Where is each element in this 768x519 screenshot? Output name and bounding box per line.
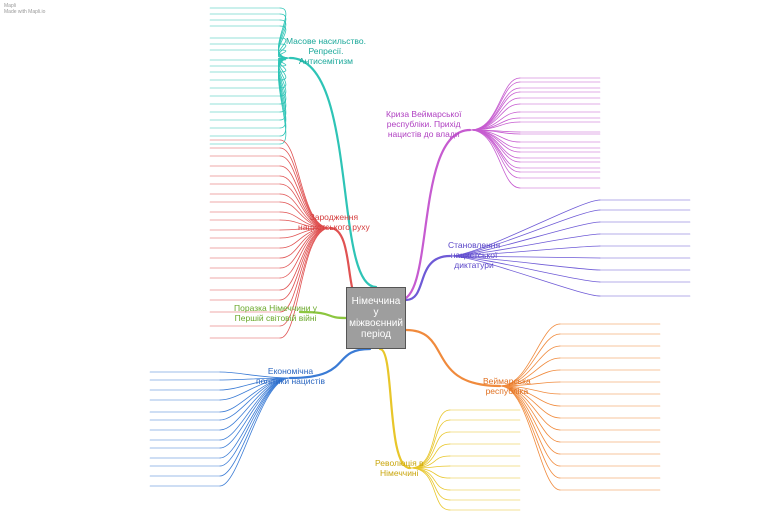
topic-nazi-movement-origin[interactable]: Зародження нацистського руху	[298, 212, 370, 232]
leaf-line	[279, 155, 331, 229]
watermark-title: Mapli	[4, 3, 16, 9]
central-topic[interactable]: Німеччина у міжвоєнний період	[346, 287, 406, 349]
branch-line	[288, 347, 372, 380]
leaf-line	[279, 139, 331, 229]
leaf-line	[469, 129, 521, 189]
topic-weimar-crisis[interactable]: Криза Веймарської республіки. Прихід нац…	[386, 109, 462, 139]
leaf-line	[449, 209, 601, 257]
leaf-line	[409, 467, 451, 511]
leaf-line	[499, 323, 561, 387]
leaf-line	[449, 233, 601, 257]
leaf-line	[499, 333, 561, 387]
leaf-line	[219, 377, 291, 467]
branch-line	[404, 328, 502, 388]
leaf-line	[279, 227, 331, 339]
leaf-line	[469, 129, 521, 179]
leaf-line	[469, 97, 521, 131]
leaf-line	[449, 255, 601, 283]
leaf-line	[449, 199, 601, 257]
leaf-line	[449, 255, 601, 259]
branch-line	[398, 128, 472, 302]
leaf-line	[449, 245, 601, 257]
app-watermark: Mapli Made with Mapli.io	[4, 3, 45, 15]
leaf-line	[499, 385, 561, 467]
leaf-line	[449, 221, 601, 257]
leaf-line	[469, 117, 521, 131]
leaf-line	[469, 129, 521, 163]
topic-ww1-defeat[interactable]: Поразка Німеччини у Першій світовій війн…	[234, 303, 318, 323]
branch-line	[378, 347, 412, 470]
leaf-line	[279, 165, 331, 229]
leaf-line	[449, 255, 601, 271]
leaf-line	[409, 443, 451, 469]
leaf-line	[499, 385, 561, 491]
leaf-line	[469, 129, 521, 169]
branch-line	[298, 310, 348, 320]
branch-line	[404, 254, 452, 302]
leaf-line	[449, 255, 601, 297]
topic-weimar-republic[interactable]: Веймарська республіка	[483, 376, 531, 396]
watermark-subtitle: Made with Mapli.io	[4, 9, 46, 15]
leaf-line	[469, 103, 521, 131]
topic-nazi-dictatorship[interactable]: Становлення нацистської диктатури	[448, 240, 501, 270]
topic-mass-violence[interactable]: Масове насильство. Репресії. Антисемітиз…	[286, 36, 366, 66]
topic-nazi-economy[interactable]: Економічна політики нацистів	[256, 366, 326, 386]
leaf-line	[219, 377, 291, 487]
leaf-line	[279, 227, 331, 269]
leaf-line	[499, 357, 561, 387]
leaf-line	[279, 227, 331, 313]
leaf-line	[278, 57, 291, 145]
leaf-line	[219, 377, 291, 459]
branch-line	[288, 56, 378, 289]
leaf-line	[279, 147, 331, 229]
topic-revolution[interactable]: Революція в Німеччині	[375, 458, 424, 478]
leaf-line	[409, 409, 451, 469]
leaf-line	[278, 25, 291, 59]
